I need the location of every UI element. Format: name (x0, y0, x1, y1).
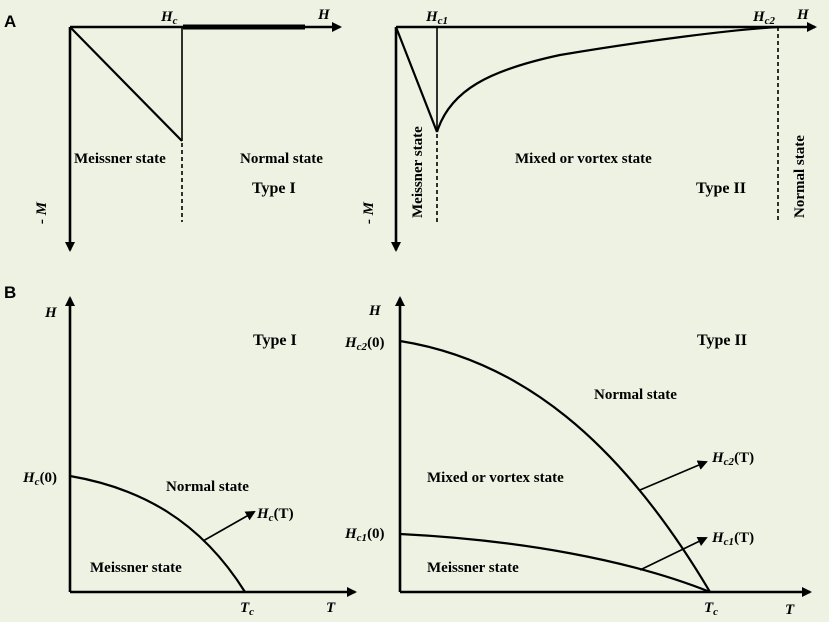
hc2-label: Hc2 (752, 9, 776, 27)
type-ii-label: Type II (696, 180, 746, 197)
mixed-state-label: Mixed or vortex state (427, 470, 564, 486)
t-axis-label: T (326, 600, 336, 616)
hc-t-curve (69, 474, 246, 593)
magnetization-line (69, 26, 183, 142)
mixed-state-label: Mixed or vortex state (515, 151, 652, 167)
hc1-0-label: Hc1(0) (344, 526, 385, 544)
normal-state-label: Normal state (166, 479, 249, 495)
meissner-state-label: Meissner state (74, 151, 166, 167)
type-i-label: Type I (252, 180, 296, 197)
normal-state-label: Normal state (240, 151, 323, 167)
panel-a-type1: H - M Hc Meissner state Normal state Typ… (34, 7, 342, 252)
panel-a-type2: H - M Hc1 Hc2 Meissner state Mixed or vo… (361, 7, 817, 252)
hc2-t-curve (399, 339, 711, 593)
h-axis-label: H (368, 303, 382, 319)
t-axis-label: T (785, 602, 795, 618)
meissner-state-label: Meissner state (90, 560, 182, 576)
panel-a-letter: A (4, 12, 16, 31)
h-axis-label: H (44, 305, 58, 321)
hc-label: Hc (160, 9, 178, 27)
hc1-label: Hc1 (425, 9, 448, 27)
m-axis-label: - M (34, 201, 50, 224)
mixed-state-magnetization-curve (435, 25, 779, 133)
tc-label: Tc (240, 600, 254, 618)
hc2-t-arrow (639, 460, 708, 491)
normal-state-label: Normal state (792, 135, 808, 218)
type-i-label: Type I (253, 332, 297, 349)
meissner-state-label: Meissner state (427, 560, 519, 576)
hc1-t-arrow (639, 536, 708, 571)
hc2-0-label: Hc2(0) (344, 335, 385, 353)
m-axis-label: - M (361, 201, 377, 224)
panel-b-type1: H T Hc(0) Tc Hc(T) Normal state Meissner… (22, 296, 357, 618)
normal-state-label: Normal state (594, 387, 677, 403)
panel-b-type2: H T Hc2(0) Hc1(0) Tc Hc2(T) Hc1(T) Norma… (344, 296, 812, 618)
hc-t-label: Hc(T) (256, 506, 294, 524)
hc1-t-label: Hc1(T) (711, 530, 754, 548)
hc1-t-curve (399, 532, 711, 594)
meissner-magnetization-line (394, 26, 439, 133)
type-ii-label: Type II (697, 332, 747, 349)
hc-t-arrow (202, 511, 256, 542)
h-axis-label: H (317, 7, 331, 23)
hc0-label: Hc(0) (22, 470, 57, 488)
meissner-state-label: Meissner state (410, 126, 426, 218)
hc2-t-label: Hc2(T) (711, 450, 754, 468)
tc-label: Tc (704, 600, 718, 618)
h-axis-label: H (796, 7, 810, 23)
panel-b-letter: B (4, 283, 16, 302)
